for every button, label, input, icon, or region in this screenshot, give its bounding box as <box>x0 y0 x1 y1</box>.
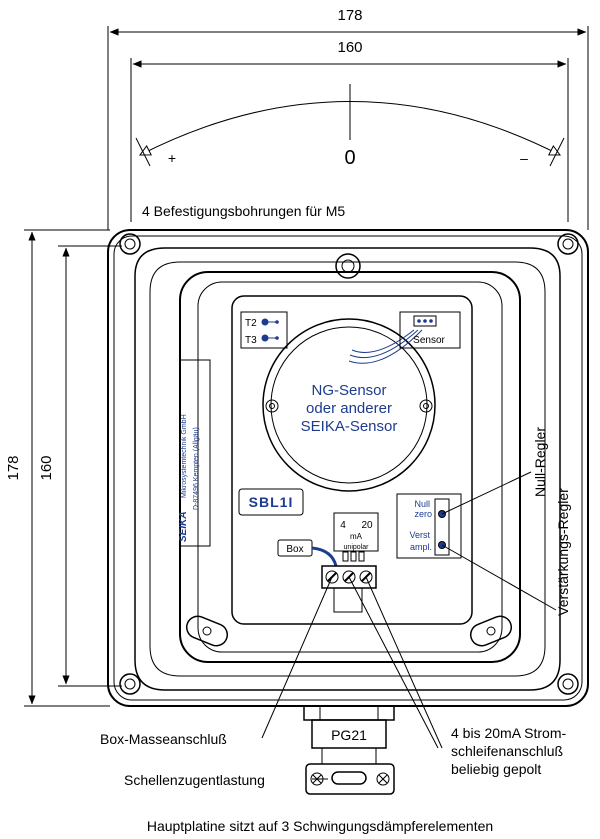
current-loop-line3: beliebig gepolt <box>451 761 541 777</box>
output-jumper <box>342 551 365 562</box>
mounting-hole <box>557 673 579 695</box>
dimension-inner-height <box>58 245 122 687</box>
mounting-hole <box>119 233 141 255</box>
sensor-label-line3: SEIKA-Sensor <box>301 418 398 435</box>
terminal-block <box>321 565 377 613</box>
ground-wire <box>311 546 338 567</box>
t2-pin <box>261 318 279 326</box>
sensor-wires <box>348 329 423 364</box>
output-mode-label: unipolar <box>344 544 370 551</box>
gain-regulator-label: Verstärkungs-Regler <box>555 488 571 616</box>
gain-label-1: Verst <box>409 530 430 540</box>
strain-relief-annotation: Schellenzugentlastung <box>124 772 265 788</box>
company-line1: Mikrosystemtechnik GmbH <box>181 414 188 498</box>
board-name-box <box>238 488 304 516</box>
ring-screw <box>419 399 433 413</box>
current-loop-line2: schleifenanschluß <box>451 743 563 759</box>
sensor-connector-label: Sensor <box>413 335 445 346</box>
mounting-holes-label: 4 Befestigungsbohrungen für M5 <box>142 203 345 219</box>
sensor-label-line2: oder anderer <box>306 400 392 417</box>
company-label-box <box>179 359 211 547</box>
slot-left <box>185 615 229 647</box>
t3-pin <box>261 334 279 342</box>
inner-height-label: 160 <box>38 455 55 480</box>
dimension-outer-width <box>107 26 589 230</box>
sensor-connector-pins <box>417 319 433 323</box>
outer-width-label: 178 <box>337 7 362 24</box>
gain-label-2: ampl. <box>410 542 432 552</box>
sensor-ring <box>262 318 436 492</box>
null-regulator-label: Null-Regler <box>532 427 548 497</box>
output-20-label: 20 <box>361 520 373 531</box>
box-label: Box <box>286 544 303 555</box>
slot-right <box>469 615 513 647</box>
outer-height-label: 178 <box>5 455 22 480</box>
company-imprint: SEIKA Mikrosystemtechnik GmbH D-87496 Ke… <box>178 414 200 542</box>
current-loop-line1: 4 bis 20mA Strom- <box>451 725 566 741</box>
inner-width-label: 160 <box>337 39 362 56</box>
angle-arc <box>135 84 565 167</box>
dimension-outer-height <box>24 229 110 707</box>
mounting-hole <box>557 233 579 255</box>
potentiometer-block <box>396 493 462 559</box>
sensor-connector <box>413 315 437 327</box>
gland-label: PG21 <box>331 727 367 743</box>
cable-gland <box>303 705 395 795</box>
angle-minus-label: – <box>520 150 528 166</box>
t2-label: T2 <box>245 318 257 329</box>
ring-screw <box>265 399 279 413</box>
output-4-label: 4 <box>340 520 346 531</box>
company-name: SEIKA <box>178 511 189 542</box>
board-name: SBL1I <box>249 494 294 510</box>
company-line2: D-87496 Kempten (Allgäu) <box>193 427 200 510</box>
dimension-inner-width <box>130 58 569 222</box>
output-unit-label: mA <box>350 532 363 541</box>
footer-note: Hauptplatine sitzt auf 3 Schwingungsdämp… <box>147 818 493 834</box>
sensor-connector-block <box>399 311 461 349</box>
ground-annotation: Box-Masseanschluß <box>100 731 227 747</box>
damper-boss <box>335 253 361 279</box>
null-label-1: Null <box>414 499 430 509</box>
main-pcb <box>231 295 473 625</box>
t3-label: T3 <box>245 335 257 346</box>
strain-relief-clamp <box>310 771 390 786</box>
mounting-hole <box>119 673 141 695</box>
potentiometer-strip <box>434 498 450 556</box>
null-label-2: zero <box>414 509 432 519</box>
leader-lines <box>261 471 557 780</box>
temp-terminal-block <box>240 311 288 349</box>
angle-plus-label: + <box>168 150 176 166</box>
sensor-label-line1: NG-Sensor <box>311 382 386 399</box>
output-mode-block <box>333 512 379 552</box>
angle-zero-label: 0 <box>344 147 355 169</box>
